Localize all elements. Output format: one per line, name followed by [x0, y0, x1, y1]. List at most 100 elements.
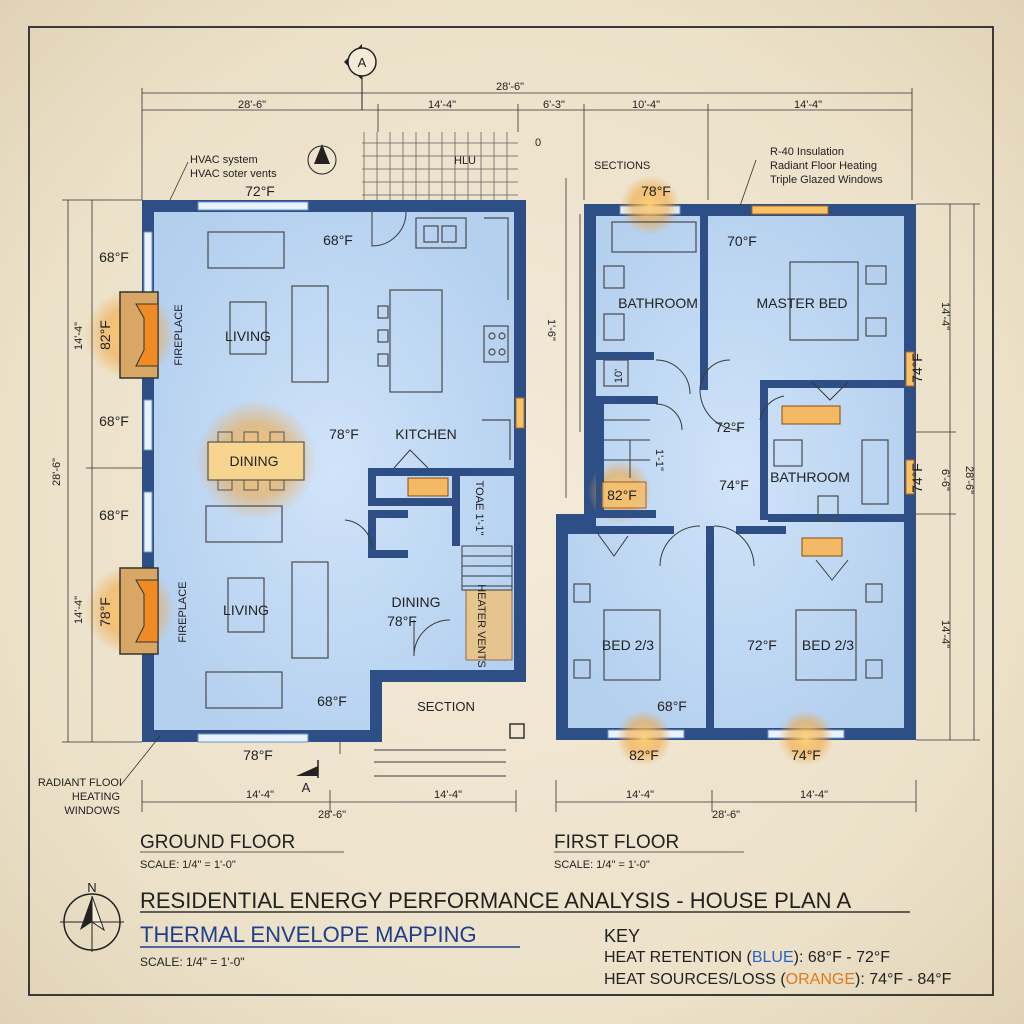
- temp-ff-bottom-left: 82°F: [629, 747, 659, 763]
- temp-gf-left-mid: 68°F: [99, 413, 129, 429]
- room-bathroom-right: BATHROOM: [770, 469, 850, 485]
- temp-gf-fireplace-upper: 82°F: [97, 320, 113, 350]
- temp-ff-bottom-right: 74°F: [791, 747, 821, 763]
- first-floor-title: FIRST FLOOR: [554, 832, 679, 853]
- temp-gf-top-window: 72°F: [245, 183, 275, 199]
- temp-ff-hall-upper: 72°F: [715, 419, 745, 435]
- note-r40: R-40 Insulation: [770, 146, 844, 158]
- fireplace-lower-icon: [119, 567, 159, 655]
- heater-radiator-gf: [407, 477, 449, 497]
- temp-gf-bottom-center: 68°F: [317, 693, 347, 709]
- north-arrow-icon: [60, 893, 124, 952]
- temp-ff-stair: 82°F: [607, 487, 637, 503]
- dim-mid-vertical: 1'-6": [545, 319, 557, 341]
- dim-top-seg1: 28'-6": [238, 99, 266, 111]
- temp-ff-right-upper: 74°F: [909, 353, 925, 383]
- warm-glow-ff-top: [620, 175, 680, 235]
- first-floor-scale: SCALE: 1/4" = 1'-0": [554, 859, 650, 871]
- temp-gf-living: 68°F: [323, 232, 353, 248]
- ground-floor-interior: [152, 210, 516, 732]
- dim-top-seg4: 10'-4": [632, 99, 660, 111]
- note-sections: SECTIONS: [594, 160, 650, 172]
- sheet-title: RESIDENTIAL ENERGY PERFORMANCE ANALYSIS …: [140, 888, 851, 913]
- room-living-lower: LIVING: [223, 602, 269, 618]
- dining-table: [207, 431, 305, 491]
- warm-glow-ff-bottom-left: [616, 710, 672, 766]
- temp-ff-top-window: 78°F: [641, 183, 671, 199]
- dim-right-lower: 14'-4": [939, 620, 951, 648]
- first-floor-partitions: [568, 216, 904, 728]
- note-windows: WINDOWS: [64, 805, 120, 817]
- window-gf-left-3: [143, 491, 153, 553]
- sheet-subtitle: THERMAL ENVELOPE MAPPING: [140, 922, 477, 947]
- window-gf-left-2: [143, 399, 153, 451]
- key-heading: KEY: [604, 926, 640, 946]
- window-gf-right-warm: [515, 397, 525, 429]
- temp-gf-fireplace-lower: 78°F: [97, 597, 113, 627]
- key-sources: HEAT SOURCES/LOSS (ORANGE): 74°F - 84°F: [604, 971, 952, 988]
- section-marker-top: [344, 44, 377, 110]
- entry-steps: [374, 749, 506, 777]
- dim-top-seg2: 14'-4": [428, 99, 456, 111]
- key-retention-color-word: BLUE: [752, 949, 794, 966]
- note-triple: Triple Glazed Windows: [770, 174, 883, 186]
- window-ff-right-warm-1: [905, 351, 915, 387]
- annotation-labels: HVAC system HVAC soter vents HLU SECTION…: [38, 146, 883, 817]
- first-floor-stairs: [604, 419, 650, 478]
- note-stair: TOAE 1'-1": [473, 481, 485, 536]
- hvac-compass-icon: [307, 144, 337, 175]
- window-gf-bottom: [197, 733, 309, 743]
- ground-floor-scale: SCALE: 1/4" = 1'-0": [140, 859, 236, 871]
- ground-floor-stairs: [461, 545, 513, 591]
- ground-floor-labels: LIVING LIVING FIREPLACE FIREPLACE DINING…: [97, 183, 457, 763]
- legend-key: KEY HEAT RETENTION (BLUE): 68°F - 72°F H…: [604, 926, 952, 988]
- ground-floor-partitions: [368, 468, 516, 558]
- temp-ff-right-lower: 74°F: [909, 463, 925, 493]
- first-floor-walls: [556, 204, 916, 740]
- temp-gf-dining: 78°F: [329, 426, 359, 442]
- section-marker-bottom-label: A: [302, 780, 311, 795]
- first-floor-doors: [597, 359, 849, 581]
- window-ff-top-warm: [751, 205, 829, 215]
- leader-lines: [119, 159, 757, 787]
- sheet-scale: SCALE: 1/4" = 1'-0": [140, 955, 245, 969]
- dim-top-overall: 28'-6": [496, 81, 524, 93]
- key-sources-color-word: ORANGE: [786, 971, 855, 988]
- room-dining-upper: DINING: [230, 453, 279, 469]
- note-stair-ff: 1'-1": [653, 449, 665, 471]
- room-bathroom-left: BATHROOM: [618, 295, 698, 311]
- sheet-border: [28, 26, 994, 996]
- dim-right-mid: 6'-6": [939, 469, 951, 491]
- room-fireplace-lower: FIREPLACE: [177, 581, 189, 642]
- room-dining-lower: DINING: [392, 594, 441, 610]
- dim-right-overall: 28'-6": [963, 466, 975, 494]
- title-underlines: [140, 851, 910, 948]
- dim-top-seg3: 6'-3": [543, 99, 565, 111]
- ground-floor-title: GROUND FLOOR: [140, 832, 295, 853]
- room-master: MASTER BED: [756, 295, 847, 311]
- dim-left-lower: 14'-4": [73, 596, 85, 624]
- ground-floor-plan: [85, 132, 526, 777]
- living-upper-furniture: [207, 231, 329, 383]
- room-kitchen: KITCHEN: [395, 426, 456, 442]
- temp-gf-bottom-window: 78°F: [243, 747, 273, 763]
- dim-ff-bottom-left: 14'-4": [626, 789, 654, 801]
- temp-ff-bed-right: 72°F: [747, 637, 777, 653]
- heater-radiator-ff-1: [781, 405, 841, 425]
- dimension-lines: [62, 88, 980, 812]
- room-bed-right: BED 2/3: [802, 637, 854, 653]
- first-floor-fixtures: [573, 221, 889, 681]
- room-living-upper: LIVING: [225, 328, 271, 344]
- dim-small-zero: 0: [535, 137, 541, 149]
- temp-ff-hall-lower: 74°F: [719, 477, 749, 493]
- note-hvac-system: HVAC system: [190, 154, 258, 166]
- dim-right-upper: 14'-4": [939, 302, 951, 330]
- first-floor-labels: BATHROOM MASTER BED BATHROOM BED 2/3 BED…: [602, 183, 925, 763]
- dim-top-seg5: 14'-4": [794, 99, 822, 111]
- window-ff-right-warm-2: [905, 459, 915, 495]
- first-floor-plan: [556, 175, 916, 766]
- dim-gf-bottom-overall: 28'-6": [318, 809, 346, 821]
- temp-gf-left-top: 68°F: [99, 249, 129, 265]
- column-marker: [509, 723, 525, 739]
